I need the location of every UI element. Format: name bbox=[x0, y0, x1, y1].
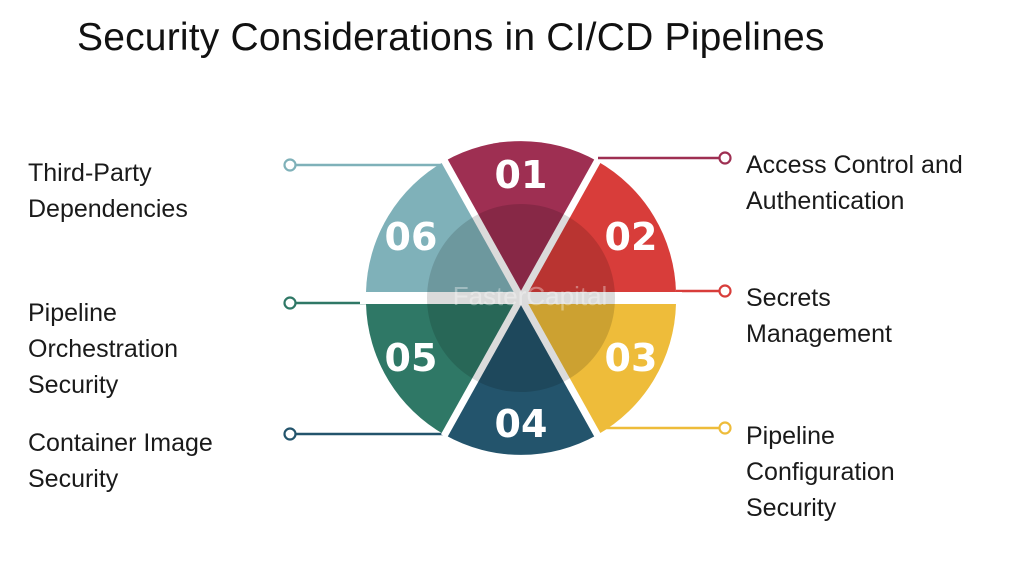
connector-dot-03 bbox=[718, 421, 732, 435]
segment-06 bbox=[366, 161, 521, 292]
label-pipeline-orchestration: Pipeline Orchestration Security bbox=[28, 299, 179, 399]
connector-dot-01 bbox=[718, 151, 732, 165]
label-pipeline-configuration: Pipeline Configuration Security bbox=[746, 422, 895, 522]
inner-shade bbox=[427, 204, 615, 392]
segment-02 bbox=[521, 161, 676, 292]
label-third-party-dependencies: Third-Party Dependencies bbox=[28, 159, 188, 223]
connector-dot-06 bbox=[283, 158, 297, 172]
connector-dot-04 bbox=[283, 427, 297, 441]
watermark: FasterCapital bbox=[453, 281, 608, 311]
segment-number-03: 03 bbox=[605, 336, 658, 380]
segment-05 bbox=[366, 304, 521, 435]
label-access-control: Access Control and Authentication bbox=[746, 151, 963, 215]
connector-lines bbox=[283, 151, 732, 441]
connector-dot-05 bbox=[283, 296, 297, 310]
label-secrets-management: Secrets Management bbox=[746, 284, 892, 348]
segment-number-02: 02 bbox=[605, 215, 658, 259]
segment-number-06: 06 bbox=[385, 215, 438, 259]
segment-03 bbox=[521, 304, 676, 435]
segment-01 bbox=[445, 141, 597, 292]
label-container-image: Container Image Security bbox=[28, 429, 213, 493]
page-title: Security Considerations in CI/CD Pipelin… bbox=[77, 16, 825, 59]
segment-04 bbox=[445, 304, 597, 455]
segment-number-05: 05 bbox=[385, 336, 438, 380]
segment-number-01: 01 bbox=[495, 153, 548, 197]
connector-dot-02 bbox=[718, 284, 732, 298]
segment-number-04: 04 bbox=[495, 402, 548, 446]
wheel: FasterCapital 01 02 03 04 05 06 bbox=[360, 141, 682, 455]
